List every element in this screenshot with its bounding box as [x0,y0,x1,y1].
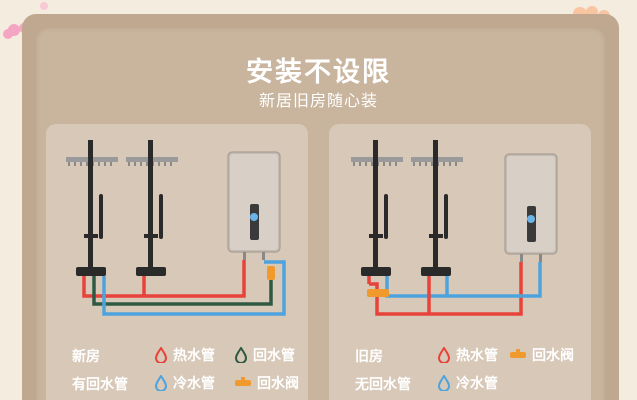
hot-water-pipe-old-main [375,262,523,316]
legend-valve-label-old: 回水阀 [532,348,574,364]
legend-hot-pipe: 热水管 [154,345,215,365]
valve-icon [235,377,251,386]
valve-icon-old [510,349,526,358]
old-house-label: 旧房 [355,349,383,365]
return-valve-icon-old [367,289,389,297]
return-valve-icon [267,266,275,280]
legend-cold-label: 冷水管 [173,376,215,392]
water-heater-2 [504,153,558,262]
shower-fixture-4 [411,140,463,276]
legend-cold-pipe-old: 冷水管 [437,373,498,393]
hot-water-drop-icon-old [437,347,451,363]
old-house-panel: 旧房 无回水管 热水管 回水阀 冷水管 [329,124,591,400]
legend-cold-pipe: 冷水管 [154,373,215,393]
water-heater [227,151,281,260]
new-house-pipe-diagram [66,140,286,316]
cold-water-drop-icon-old [437,375,451,391]
return-water-pipe [92,270,273,306]
legend-valve: 回水阀 [234,373,299,393]
shower-fixture-2 [126,140,178,276]
page-title: 安装不设限 [246,57,391,88]
has-return-pipe-label: 有回水管 [72,377,128,393]
old-house-pipe-diagram [351,140,558,316]
legend-hot-label: 热水管 [173,348,215,364]
hot-water-pipe [82,260,246,298]
hot-water-drop-icon [154,347,168,363]
cold-water-pipe-old [385,262,542,298]
cold-water-drop-icon [154,375,168,391]
return-water-drop-icon [234,347,248,363]
no-return-pipe-label: 无回水管 [355,377,411,393]
new-house-panel: 新房 有回水管 热水管 回水管 冷水管 回水阀 [46,124,308,400]
new-house-label: 新房 [72,349,100,365]
legend-hot-label-old: 热水管 [456,348,498,364]
legend-valve-old: 回水阀 [509,345,574,365]
legend-cold-label-old: 冷水管 [456,376,498,392]
shower-fixture-1 [66,140,118,276]
legend-valve-label: 回水阀 [257,376,299,392]
legend-return-label: 回水管 [253,348,295,364]
legend-return-pipe: 回水管 [234,345,295,365]
page-subtitle: 新居旧房随心装 [258,91,378,110]
cold-water-pipe [102,260,286,316]
shower-fixture-3 [351,140,403,276]
legend-hot-pipe-old: 热水管 [437,345,498,365]
